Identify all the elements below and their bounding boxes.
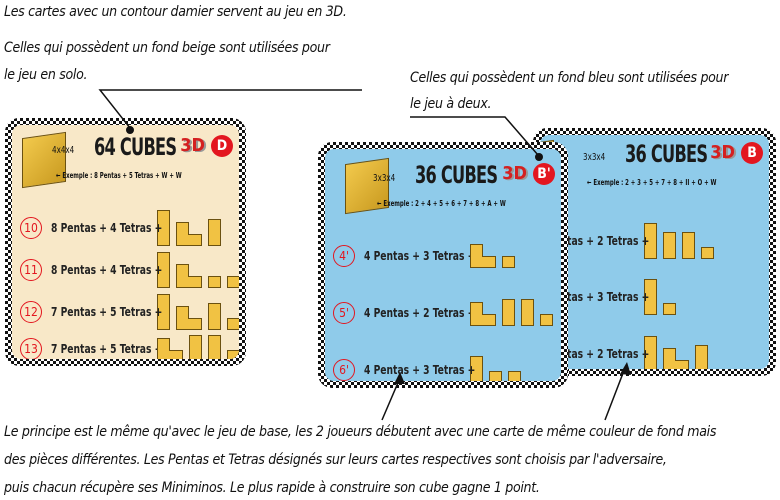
card-dimensions: 3x3x4	[373, 173, 396, 184]
card-row: 10 8 Pentas + 4 Tetras +	[20, 210, 221, 246]
piece-L	[176, 264, 202, 288]
piece-B	[208, 303, 221, 330]
card-title: 64 CUBES	[94, 133, 177, 161]
piece-I	[157, 294, 170, 330]
piece-S	[502, 256, 515, 268]
piece-B	[695, 345, 708, 369]
piece-B	[189, 335, 202, 359]
card-badge: D	[211, 135, 233, 157]
piece-B	[470, 356, 483, 381]
piece-S	[663, 303, 676, 315]
piece-L	[176, 306, 202, 330]
row-number: 13	[20, 337, 42, 359]
piece-L	[470, 302, 496, 326]
row-label: 7 Pentas + 5 Tetras +	[51, 305, 163, 319]
card-example: ← Exemple : 8 Pentas + 5 Tetras + W + W	[56, 171, 182, 180]
piece-L	[663, 348, 689, 369]
card-example: ← Exemple : 2 + 4 + 5 + 6 + 7 + 8 + A + …	[377, 199, 506, 208]
card-dimensions: 3x3x4	[583, 152, 606, 163]
row-number: 12	[20, 301, 42, 323]
piece-B	[208, 335, 221, 359]
card-example: ← Exemple : 2 + 3 + 5 + 7 + 8 + II + O +…	[587, 178, 717, 187]
arrow-head	[394, 372, 405, 384]
piece-I	[644, 223, 657, 259]
piece-L	[157, 338, 183, 359]
card-row: 5' 4 Pentas + 2 Tetras +	[333, 299, 553, 326]
piece-S	[227, 350, 239, 359]
card-dimensions: 4x4x4	[52, 145, 75, 156]
card-badge: B'	[533, 163, 555, 185]
piece-I	[644, 336, 657, 369]
card-row: 6' 4 Pentas + 3 Tetras +	[333, 356, 521, 381]
caption-bottom-3: puis chacun récupère ses Miniminos. Le p…	[4, 480, 540, 496]
card-blue-b-prime: 3x3x4 36 CUBES 3D B' ← Exemple : 2 + 4 +…	[318, 142, 568, 388]
piece-I	[644, 279, 657, 315]
caption-intro: Les cartes avec un contour damier serven…	[4, 4, 347, 20]
card-row: 12 7 Pentas + 5 Tetras +	[20, 294, 239, 330]
caption-bottom-2: des pièces différentes. Les Pentas et Te…	[4, 452, 667, 468]
row-number: 5'	[333, 301, 355, 324]
piece-B	[208, 219, 221, 246]
caption-blue-1: Celles qui possèdent un fond bleu sont u…	[410, 70, 729, 86]
3d-logo: 3D	[502, 163, 527, 184]
row-label: 4 Pentas + 3 Tetras +	[364, 249, 476, 263]
row-label: 4 Pentas + 2 Tetras +	[364, 305, 476, 320]
row-label: 4 Pentas + 3 Tetras +	[364, 362, 476, 377]
card-row: 4' 4 Pentas + 3 Tetras +	[333, 244, 515, 268]
card-badge: B	[741, 142, 763, 164]
caption-beige-2: le jeu en solo.	[4, 67, 88, 83]
piece-I	[157, 210, 170, 246]
caption-beige-1: Celles qui possèdent un fond beige sont …	[4, 40, 330, 56]
card-title: 36 CUBES	[625, 140, 708, 168]
caption-bottom-1: Le principe est le même qu'avec le jeu d…	[4, 424, 717, 440]
card-row: 11 8 Pentas + 4 Tetras +	[20, 252, 239, 288]
card-beige-d: 4x4x4 64 CUBES 3D D ← Exemple : 8 Pentas…	[5, 118, 246, 366]
row-number: 4'	[333, 245, 355, 267]
piece-S	[208, 276, 221, 288]
piece-S	[508, 371, 521, 381]
piece-I	[157, 252, 170, 288]
piece-B	[521, 299, 534, 326]
piece-B	[682, 232, 695, 259]
piece-L	[176, 222, 202, 246]
piece-S	[701, 247, 714, 259]
piece-S	[227, 276, 239, 288]
piece-L	[470, 244, 496, 268]
row-number: 6'	[333, 358, 355, 381]
card-title: 36 CUBES	[415, 161, 498, 189]
piece-S	[227, 318, 239, 330]
piece-S	[540, 314, 553, 326]
piece-B	[663, 232, 676, 259]
piece-S	[489, 371, 502, 381]
3d-logo: 3D	[180, 135, 205, 156]
3d-logo: 3D	[710, 142, 735, 163]
card-blue-b: 3x3x4 36 CUBES 3D B ← Exemple : 2 + 3 + …	[533, 128, 776, 376]
pointer-dot	[126, 126, 134, 134]
arrow-head	[620, 362, 631, 375]
row-label: 8 Pentas + 4 Tetras +	[51, 221, 163, 235]
row-label: 7 Pentas + 5 Tetras +	[51, 341, 163, 356]
row-number: 11	[20, 259, 42, 281]
pointer-dot	[535, 153, 543, 161]
caption-blue-2: le jeu à deux.	[410, 96, 492, 112]
piece-B	[502, 299, 515, 326]
card-row: 13 7 Pentas + 5 Tetras +	[20, 335, 239, 359]
row-number: 10	[20, 217, 42, 239]
row-label: 8 Pentas + 4 Tetras +	[51, 263, 163, 277]
